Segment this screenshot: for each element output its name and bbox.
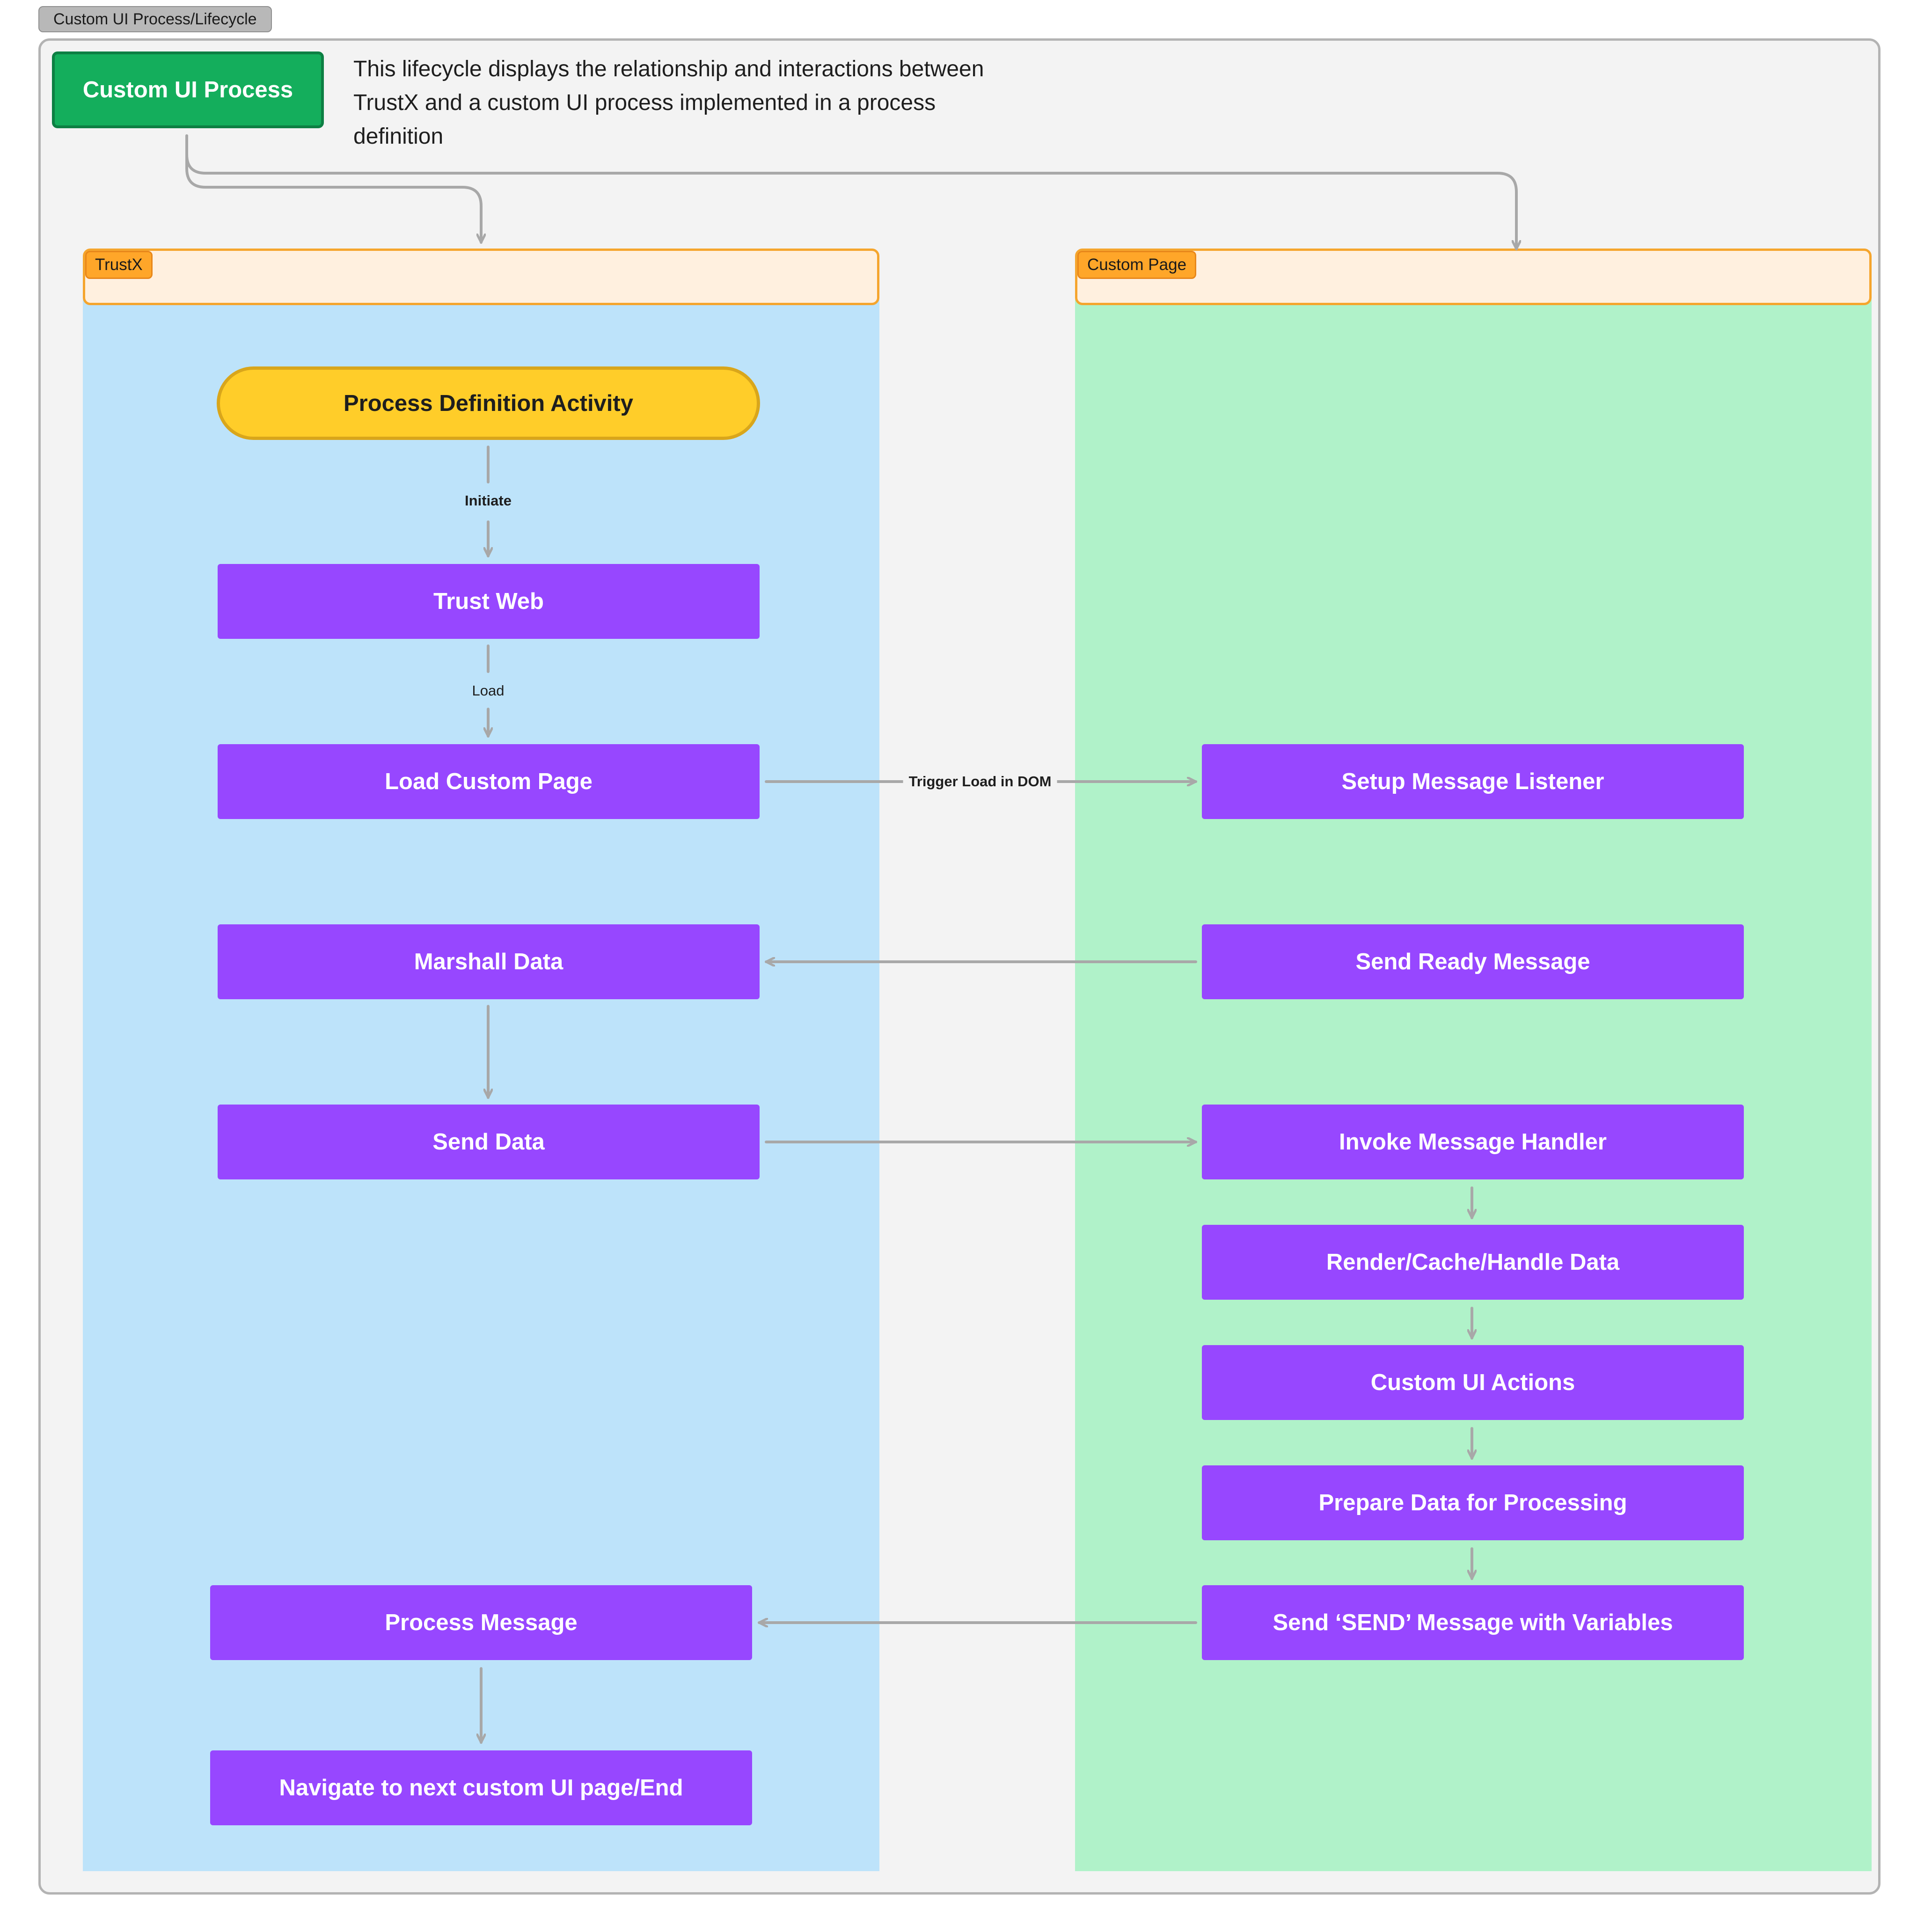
step-send-ready-message[interactable]: Send Ready Message (1202, 924, 1744, 999)
step-marshall-data[interactable]: Marshall Data (218, 924, 760, 999)
step-trust-web[interactable]: Trust Web (218, 564, 760, 639)
edge-start-to-custom-page (185, 134, 1516, 250)
edge-label-trigger-load: Trigger Load in DOM (903, 771, 1057, 792)
step-process-message[interactable]: Process Message (210, 1585, 752, 1660)
trustx-lane-header (83, 249, 879, 305)
frame-title-tag: Custom UI Process/Lifecycle (38, 6, 272, 32)
start-node-custom-ui-process[interactable]: Custom UI Process (52, 51, 324, 128)
step-render-cache-handle-data[interactable]: Render/Cache/Handle Data (1202, 1225, 1744, 1300)
edge-start-to-trustx (185, 134, 481, 244)
custom-page-lane-label: Custom Page (1077, 251, 1197, 279)
step-invoke-message-handler[interactable]: Invoke Message Handler (1202, 1105, 1744, 1179)
custom-page-lane-header (1075, 249, 1872, 305)
step-navigate-next-page[interactable]: Navigate to next custom UI page/End (210, 1750, 752, 1825)
step-send-data[interactable]: Send Data (218, 1105, 760, 1179)
diagram-description: This lifecycle displays the relationship… (353, 57, 984, 149)
step-send-send-message[interactable]: Send ‘SEND’ Message with Variables (1202, 1585, 1744, 1660)
trustx-lane-label: TrustX (85, 251, 153, 279)
step-prepare-data[interactable]: Prepare Data for Processing (1202, 1465, 1744, 1540)
step-load-custom-page[interactable]: Load Custom Page (218, 744, 760, 819)
process-definition-activity-node[interactable]: Process Definition Activity (217, 366, 760, 440)
step-custom-ui-actions[interactable]: Custom UI Actions (1202, 1345, 1744, 1420)
edge-label-initiate: Initiate (460, 490, 516, 511)
step-setup-message-listener[interactable]: Setup Message Listener (1202, 744, 1744, 819)
edge-label-load: Load (467, 681, 509, 701)
